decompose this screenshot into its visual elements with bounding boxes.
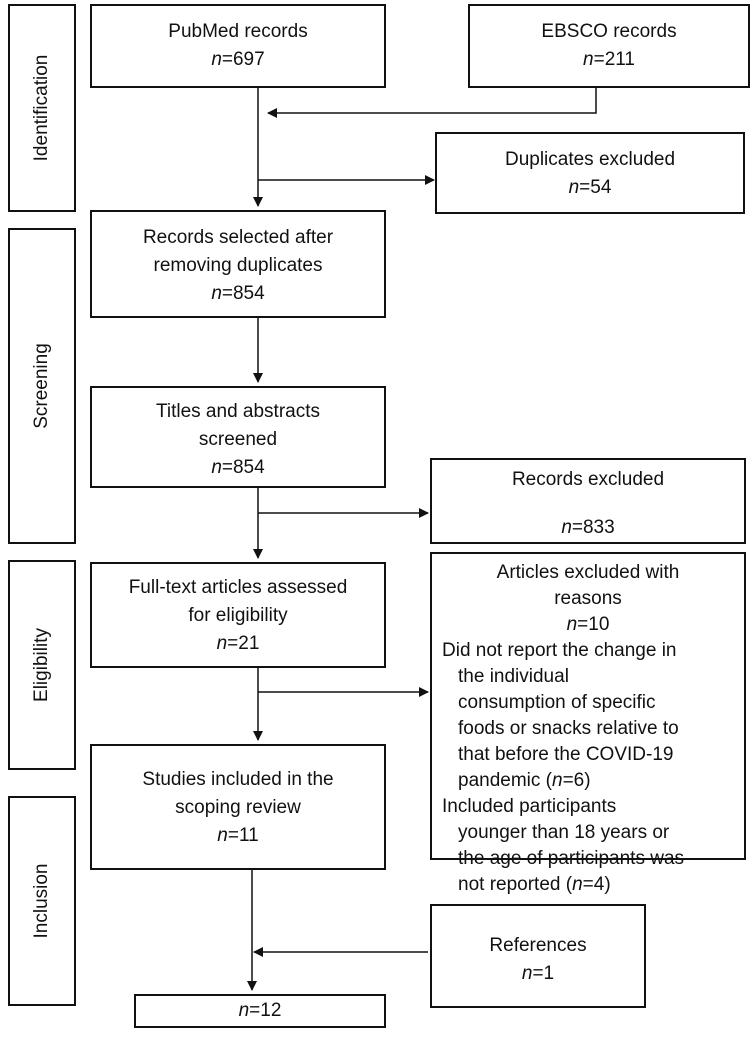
- reason2-line: the age of participants was: [458, 848, 685, 869]
- records-excluded-box: Records excluded n=833: [430, 458, 746, 544]
- titles-count: n=854: [211, 457, 265, 478]
- stage-inclusion: Inclusion: [8, 796, 76, 1006]
- titles-line2: screened: [198, 429, 278, 450]
- articles-excluded-line1: Articles excluded with: [496, 562, 680, 583]
- ebsco-count: n=211: [583, 49, 635, 70]
- articles-excluded-box: Articles excluded with reasons n=10 Did …: [430, 552, 746, 895]
- records-excluded-count: n=833: [561, 517, 615, 538]
- arrow-ebsco-merge: [267, 88, 597, 118]
- studies-included-box: Studies included in the scoping review n…: [90, 744, 386, 870]
- reason1-line: that before the COVID-19: [458, 744, 674, 765]
- pubmed-count: n=697: [211, 49, 265, 70]
- pubmed-records-box: PubMed records n=697: [90, 4, 386, 88]
- reason1-line: foods or snacks relative to: [458, 718, 679, 739]
- exclusion-reasons: Did not report the change in the individ…: [432, 638, 744, 898]
- fulltext-count: n=21: [216, 633, 260, 654]
- titles-line1: Titles and abstracts: [155, 401, 321, 422]
- ebsco-records-box: EBSCO records n=211: [468, 4, 750, 88]
- stage-eligibility: Eligibility: [8, 560, 76, 770]
- stage-identification: Identification: [8, 4, 76, 212]
- studies-count: n=11: [217, 825, 259, 846]
- final-included-box: n=12: [134, 994, 386, 1028]
- reason1-line: consumption of specific: [458, 692, 656, 713]
- duplicates-title: Duplicates excluded: [504, 149, 676, 170]
- reason1-last-line: pandemic (n=6): [458, 770, 591, 791]
- references-count: n=1: [521, 963, 555, 984]
- ebsco-title: EBSCO records: [541, 21, 677, 42]
- reason2-line: Included participants: [442, 796, 617, 817]
- reason2-last-line: not reported (n=4): [458, 874, 611, 895]
- final-count: n=12: [238, 1000, 282, 1021]
- reason1-line: the individual: [458, 666, 569, 687]
- references-box: References n=1: [430, 904, 646, 1008]
- pubmed-title: PubMed records: [168, 21, 308, 42]
- selected-line2: removing duplicates: [153, 255, 323, 276]
- fulltext-line1: Full-text articles assessed: [128, 577, 348, 598]
- selected-line1: Records selected after: [142, 227, 334, 248]
- selected-count: n=854: [211, 283, 265, 304]
- records-selected-box: Records selected after removing duplicat…: [90, 210, 386, 318]
- fulltext-line2: for eligibility: [188, 605, 288, 626]
- reason2-line: younger than 18 years or: [458, 822, 670, 843]
- duplicates-count: n=54: [568, 177, 612, 198]
- references-title: References: [489, 935, 587, 956]
- articles-excluded-count: n=10: [566, 614, 610, 635]
- reason1-line: Did not report the change in: [442, 640, 677, 661]
- records-excluded-title: Records excluded: [511, 469, 665, 490]
- stage-screening: Screening: [8, 228, 76, 544]
- duplicates-excluded-box: Duplicates excluded n=54: [435, 132, 745, 214]
- articles-excluded-line2: reasons: [554, 588, 622, 609]
- titles-abstracts-box: Titles and abstracts screened n=854: [90, 386, 386, 488]
- studies-line1: Studies included in the: [142, 769, 334, 790]
- studies-line2: scoping review: [175, 797, 301, 818]
- full-text-box: Full-text articles assessed for eligibil…: [90, 562, 386, 668]
